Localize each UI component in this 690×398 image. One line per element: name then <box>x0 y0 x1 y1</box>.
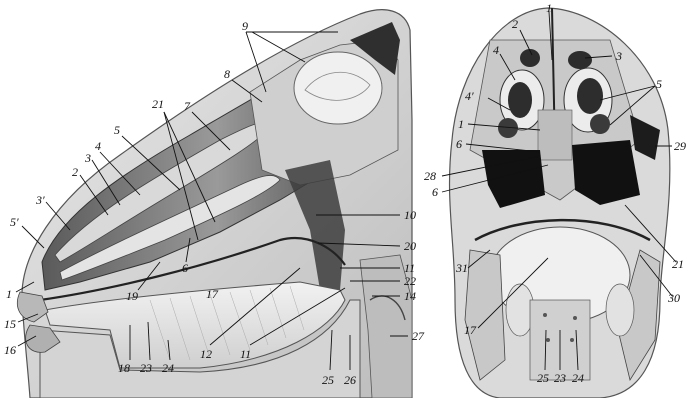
label-21: 21 <box>152 97 164 111</box>
label-r-1-mid: 1 <box>458 117 464 131</box>
brain-section <box>294 52 382 124</box>
label-5-prime: 5′ <box>10 215 19 229</box>
label-17: 17 <box>206 287 219 301</box>
label-6: 6 <box>182 261 188 275</box>
label-r-1-top: 1 <box>546 1 552 15</box>
label-27: 27 <box>412 329 425 343</box>
label-12: 11 <box>240 347 251 361</box>
label-r-5: 5 <box>656 77 662 91</box>
label-13: 12 <box>200 347 212 361</box>
label-r-21: 21 <box>672 257 684 271</box>
label-r-4-prime: 4′ <box>465 89 474 103</box>
label-18: 18 <box>118 361 130 375</box>
label-r-4: 4 <box>493 43 499 57</box>
label-20: 20 <box>404 239 416 253</box>
label-14: 14 <box>404 289 416 303</box>
label-5: 5 <box>114 123 120 137</box>
label-16: 16 <box>4 343 16 357</box>
label-r-24: 24 <box>572 371 584 385</box>
label-11: 11 <box>404 261 415 275</box>
label-7: 7 <box>184 99 191 113</box>
label-26: 26 <box>344 373 356 387</box>
label-r-6-a: 6 <box>456 137 462 151</box>
label-r-31: 31 <box>455 261 468 275</box>
label-r-30: 30 <box>667 291 680 305</box>
label-22: 22 <box>404 274 416 288</box>
label-1: 1 <box>6 287 12 301</box>
label-19: 19 <box>126 289 138 303</box>
sagittal-section <box>17 10 412 398</box>
label-3-prime: 3′ <box>35 193 45 207</box>
label-10: 10 <box>404 208 416 222</box>
label-r-28: 28 <box>424 169 436 183</box>
label-25: 25 <box>322 373 334 387</box>
label-8: 8 <box>224 67 230 81</box>
label-r-25: 25 <box>537 371 549 385</box>
label-23: 23 <box>140 361 152 375</box>
label-r-3: 3 <box>615 49 622 63</box>
label-r-29: 29 <box>674 139 686 153</box>
label-r-23: 23 <box>554 371 566 385</box>
label-3: 3 <box>84 151 91 165</box>
label-r-2: 2 <box>512 17 518 31</box>
label-15: 15 <box>4 317 16 331</box>
label-4: 4 <box>95 139 101 153</box>
label-2: 2 <box>72 165 78 179</box>
label-r-17: 17 <box>464 323 477 337</box>
label-24: 24 <box>162 361 174 375</box>
label-9: 9 <box>242 19 248 33</box>
label-r-6-b: 6 <box>432 185 438 199</box>
